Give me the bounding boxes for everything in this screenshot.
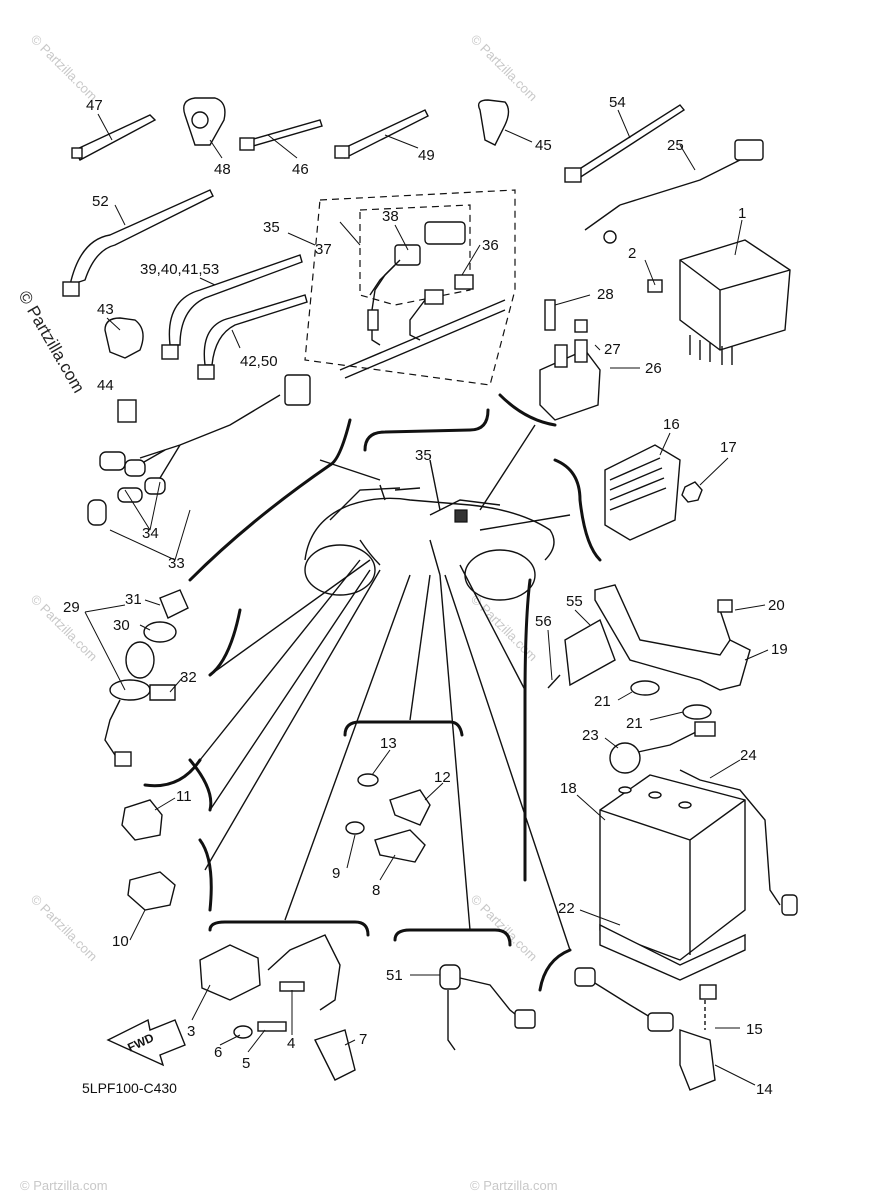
callout-20: 20 [768,597,785,614]
watermark: © Partzilla.com [468,892,541,965]
watermark: © Partzilla.com [470,1178,558,1193]
callout-1: 1 [738,205,746,222]
wire-harness-33 [87,374,311,526]
watermark: © Partzilla.com [28,892,101,965]
watermark: © Partzilla.com [28,32,101,105]
callout-13: 13 [380,735,397,752]
callout-33: 33 [168,555,185,572]
rectifier-regulator [604,444,703,541]
callout-10: 10 [112,933,129,950]
callout-39-40-41-53: 39,40,41,53 [140,261,219,278]
callout-43: 43 [97,301,114,318]
callout-28: 28 [597,286,614,303]
callout-5: 5 [242,1055,250,1072]
callout-21-lower: 21 [626,715,643,732]
cdi-unit [647,239,791,365]
callout-8: 8 [372,882,380,899]
leader-lines [84,109,769,1086]
sub-harness-box [304,189,516,386]
battery [599,721,798,981]
clips [104,97,510,423]
callout-45: 45 [535,137,552,154]
callout-21-upper: 21 [594,693,611,710]
callout-6: 6 [214,1044,222,1061]
callout-16: 16 [663,416,680,433]
callout-47: 47 [86,97,103,114]
ignition-coil [199,934,356,1081]
callout-22: 22 [558,900,575,917]
callout-26: 26 [645,360,662,377]
callout-46: 46 [292,161,309,178]
callout-15: 15 [746,1021,763,1038]
atv-outline [304,484,555,601]
callout-32: 32 [180,669,197,686]
callout-27: 27 [604,341,621,358]
callout-29: 29 [63,599,80,616]
callout-49: 49 [418,147,435,164]
sub-harness [339,221,506,379]
callout-11: 11 [176,788,192,805]
callout-35-atv: 35 [415,447,432,464]
callout-24: 24 [740,747,757,764]
callout-14: 14 [756,1081,773,1098]
callout-44: 44 [97,377,114,394]
callout-31: 31 [125,591,142,608]
callout-51: 51 [386,967,403,984]
callout-30: 30 [113,617,130,634]
callout-7: 7 [359,1031,367,1048]
speed-sensor-harness [574,967,717,1091]
cable-ties [62,104,686,380]
callout-34: 34 [142,525,159,542]
callout-48: 48 [214,161,231,178]
callout-17: 17 [720,439,737,456]
side-watermark: © Partzilla.com [15,288,89,397]
sensors [121,773,431,911]
callout-2: 2 [628,245,636,262]
callout-55: 55 [566,593,583,610]
callout-37: 37 [315,241,332,258]
neutral-switch [439,964,536,1051]
callout-12: 12 [434,769,451,786]
callout-36: 36 [482,237,499,254]
callout-3: 3 [187,1023,195,1040]
callout-4: 4 [287,1035,295,1052]
callout-19: 19 [771,641,788,658]
callout-54: 54 [609,94,626,111]
callout-42-50: 42,50 [240,353,278,370]
drawing-code: 5LPF100-C430 [82,1080,177,1096]
callout-labels: 47 48 46 49 45 54 25 52 35 37 38 36 1 2 … [63,94,788,1098]
callout-23: 23 [582,727,599,744]
callout-38: 38 [382,208,399,225]
watermark: © Partzilla.com [468,32,541,105]
harness-25 [584,139,764,244]
watermark: © Partzilla.com [20,1178,108,1193]
callout-35: 35 [263,219,280,236]
battery-bracket [547,584,751,720]
callout-56: 56 [535,613,552,630]
starter-relay [539,299,601,421]
callout-52: 52 [92,193,109,210]
callout-18: 18 [560,780,577,797]
main-switch [104,589,189,767]
fwd-arrow: FWD [106,1018,186,1067]
callout-25: 25 [667,137,684,154]
group-brackets [143,393,602,992]
callout-9: 9 [332,865,340,882]
